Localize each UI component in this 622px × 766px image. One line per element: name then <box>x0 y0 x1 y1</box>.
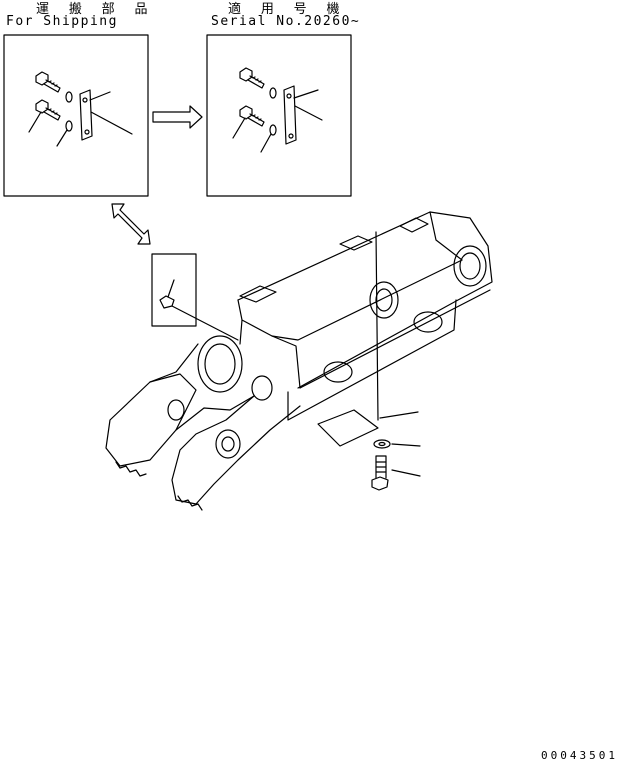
washer-icon <box>269 87 277 99</box>
right-panel-title-en: Serial No.20260~ <box>211 14 361 29</box>
left-panel-title-jp: 運 搬 部 品 <box>36 2 154 17</box>
bolt-icon <box>28 99 61 133</box>
bolt-icon <box>371 455 421 491</box>
right-panel-title-jp: 適 用 号 機 <box>228 2 346 17</box>
washer-icon <box>373 439 421 449</box>
left-panel-title-en: For Shipping <box>6 14 118 29</box>
bolt-icon <box>239 67 265 89</box>
washer-icon <box>65 91 73 103</box>
serial-parts-panel <box>206 34 352 197</box>
track-frame-drawing <box>105 211 493 511</box>
double-arrow-icon <box>111 203 151 245</box>
plate-icon <box>283 85 323 145</box>
bolt-icon <box>35 71 61 93</box>
serial-panel-frame <box>206 34 352 197</box>
drawing-code: 00043501 <box>541 749 618 762</box>
washer-icon <box>260 124 277 153</box>
bolt-icon <box>232 105 265 139</box>
washer-icon <box>56 120 73 147</box>
shipping-parts-panel <box>3 34 149 197</box>
arrow-right-icon <box>152 105 203 129</box>
shipping-panel-frame <box>3 34 149 197</box>
plate-icon <box>79 89 133 141</box>
plug-inset <box>151 253 239 341</box>
cover-detail <box>287 231 457 447</box>
